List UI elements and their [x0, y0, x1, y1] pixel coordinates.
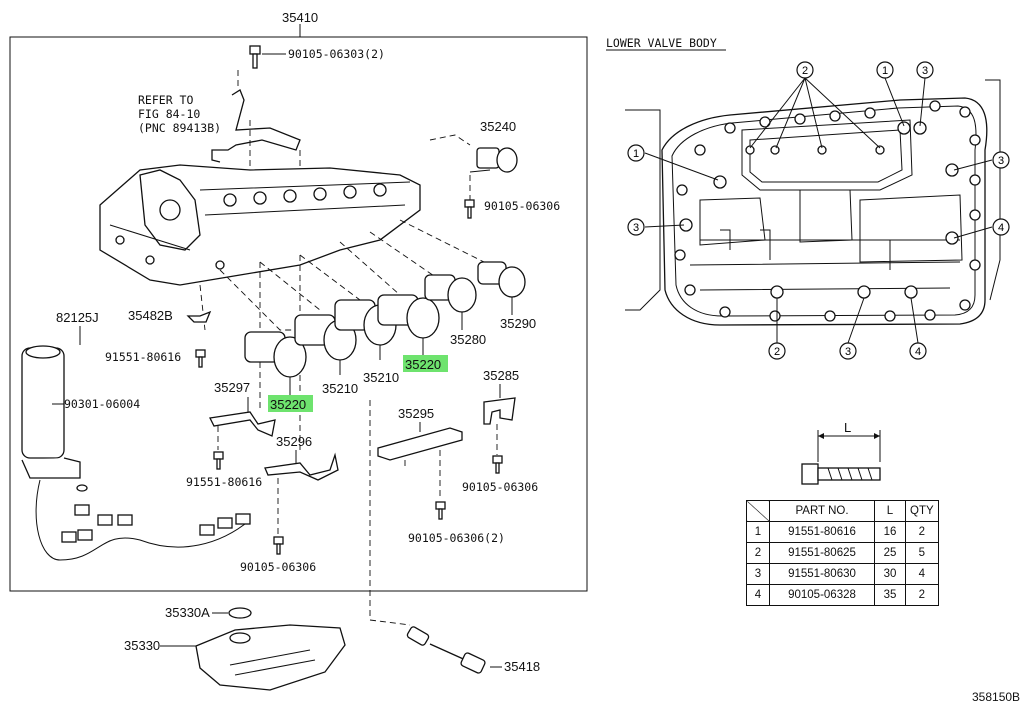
svg-text:2: 2 [774, 346, 780, 358]
label-bolt-top[interactable]: 90105-06303(2) [288, 47, 385, 61]
table-cell-part-no[interactable]: 91551-80630 [769, 563, 875, 585]
solenoid-35220-a [244, 331, 307, 378]
svg-text:3: 3 [998, 155, 1004, 167]
bolt-icon [464, 199, 475, 219]
table-cell-part-no[interactable]: 91551-80625 [769, 542, 875, 564]
callout-4-right[interactable]: 4 [992, 218, 1010, 236]
assembly-frame [9, 36, 588, 592]
solenoid-35290 [477, 261, 526, 298]
label-bolt-35240[interactable]: 90105-06306 [484, 199, 560, 213]
refer-note-line3: (PNC 89413B) [138, 121, 221, 135]
label-35220-a[interactable]: 35220 [270, 397, 306, 412]
refer-note-line1: REFER TO [138, 93, 193, 107]
clip-35482b [186, 310, 212, 323]
callout-4-bottom[interactable]: 4 [909, 342, 927, 360]
callout-1-top[interactable]: 1 [876, 61, 894, 79]
solenoid-35220-b [377, 294, 440, 339]
svg-text:3: 3 [922, 65, 928, 77]
label-35290[interactable]: 35290 [500, 316, 536, 331]
callout-3-bottom[interactable]: 3 [839, 342, 857, 360]
section-title: LOWER VALVE BODY [606, 36, 717, 50]
label-bolt-90105-a[interactable]: 90105-06306 [240, 560, 316, 574]
table-cell-part-no[interactable]: 90105-06328 [769, 584, 875, 606]
length-label: L [844, 420, 851, 435]
assembly-number[interactable]: 35410 [282, 10, 318, 25]
label-bolt-91551-a[interactable]: 91551-80616 [105, 350, 181, 364]
label-35297[interactable]: 35297 [214, 380, 250, 395]
wire-harness [21, 345, 251, 561]
solenoid-35240 [469, 147, 518, 173]
callout-3-left[interactable]: 3 [627, 218, 645, 236]
label-bolt-90105-c[interactable]: 90105-06306(2) [408, 531, 505, 545]
label-35240[interactable]: 35240 [480, 119, 516, 134]
bolt-icon [195, 349, 206, 368]
table-cell-part-no[interactable]: 91551-80616 [769, 521, 875, 543]
table-row: 1 91551-80616 16 2 [746, 521, 939, 543]
label-35220-b[interactable]: 35220 [405, 357, 441, 372]
label-35330a[interactable]: 35330A [165, 605, 210, 620]
valve-body [99, 164, 421, 286]
label-82125j[interactable]: 82125J [56, 310, 99, 325]
bolt-icon [492, 455, 503, 474]
label-35285[interactable]: 35285 [483, 368, 519, 383]
label-oring-90301[interactable]: 90301-06004 [64, 397, 140, 411]
oring [76, 484, 88, 492]
solenoid-35280 [424, 274, 477, 313]
table-header-qty: QTY [905, 500, 939, 522]
table-header-part-no: PART NO. [769, 500, 875, 522]
lower-valve-body-diagram [625, 79, 1001, 326]
callout-3-top[interactable]: 3 [916, 61, 934, 79]
highlight-35220-b [403, 355, 448, 372]
bracket-35285 [483, 397, 516, 425]
bolt-icon [435, 501, 446, 520]
bolt-icon [213, 451, 224, 470]
refer-note-line2: FIG 84-10 [138, 107, 200, 121]
svg-text:4: 4 [998, 222, 1004, 234]
parts-table: PART NO. L QTY 1 91551-80616 16 2 2 9155… [746, 500, 939, 606]
callout-2-bottom[interactable]: 2 [768, 342, 786, 360]
svg-text:3: 3 [845, 346, 851, 358]
diagram-id: 358150B [972, 690, 1020, 704]
table-row: 3 91551-80630 30 4 [746, 563, 939, 585]
svg-text:2: 2 [802, 65, 808, 77]
highlight-35220-a [268, 395, 313, 412]
detent-spring [211, 89, 301, 163]
bolt-icon [249, 45, 261, 69]
label-35418[interactable]: 35418 [504, 659, 540, 674]
table-row: 2 91551-80625 25 5 [746, 542, 939, 564]
tube-35418 [406, 626, 486, 674]
table-header-row: PART NO. L QTY [746, 500, 939, 522]
label-35330[interactable]: 35330 [124, 638, 160, 653]
bolt-icon [273, 536, 284, 555]
label-bolt-90105-b[interactable]: 90105-06306 [462, 480, 538, 494]
svg-text:1: 1 [633, 148, 639, 160]
svg-text:4: 4 [915, 346, 921, 358]
gasket-ring [228, 607, 252, 619]
callout-2-top[interactable]: 2 [796, 61, 814, 79]
label-35482b[interactable]: 35482B [128, 308, 173, 323]
plate-35296 [264, 452, 339, 481]
bolt-length-diagram [801, 430, 881, 485]
label-35295[interactable]: 35295 [398, 406, 434, 421]
table-row: 4 90105-06328 35 2 [746, 584, 939, 606]
label-35210-a[interactable]: 35210 [322, 381, 358, 396]
plate-35297 [209, 411, 276, 437]
bracket-35295 [377, 427, 463, 461]
label-35280[interactable]: 35280 [450, 332, 486, 347]
svg-text:3: 3 [633, 222, 639, 234]
bolt-holes [674, 100, 981, 322]
table-header-diagonal [746, 500, 770, 522]
callout-1-left[interactable]: 1 [627, 144, 645, 162]
label-35296[interactable]: 35296 [276, 434, 312, 449]
table-header-l: L [874, 500, 906, 522]
svg-text:1: 1 [882, 65, 888, 77]
label-bolt-91551-b[interactable]: 91551-80616 [186, 475, 262, 489]
callout-3-right[interactable]: 3 [992, 151, 1010, 169]
label-35210-b[interactable]: 35210 [363, 370, 399, 385]
oil-strainer [195, 624, 346, 691]
